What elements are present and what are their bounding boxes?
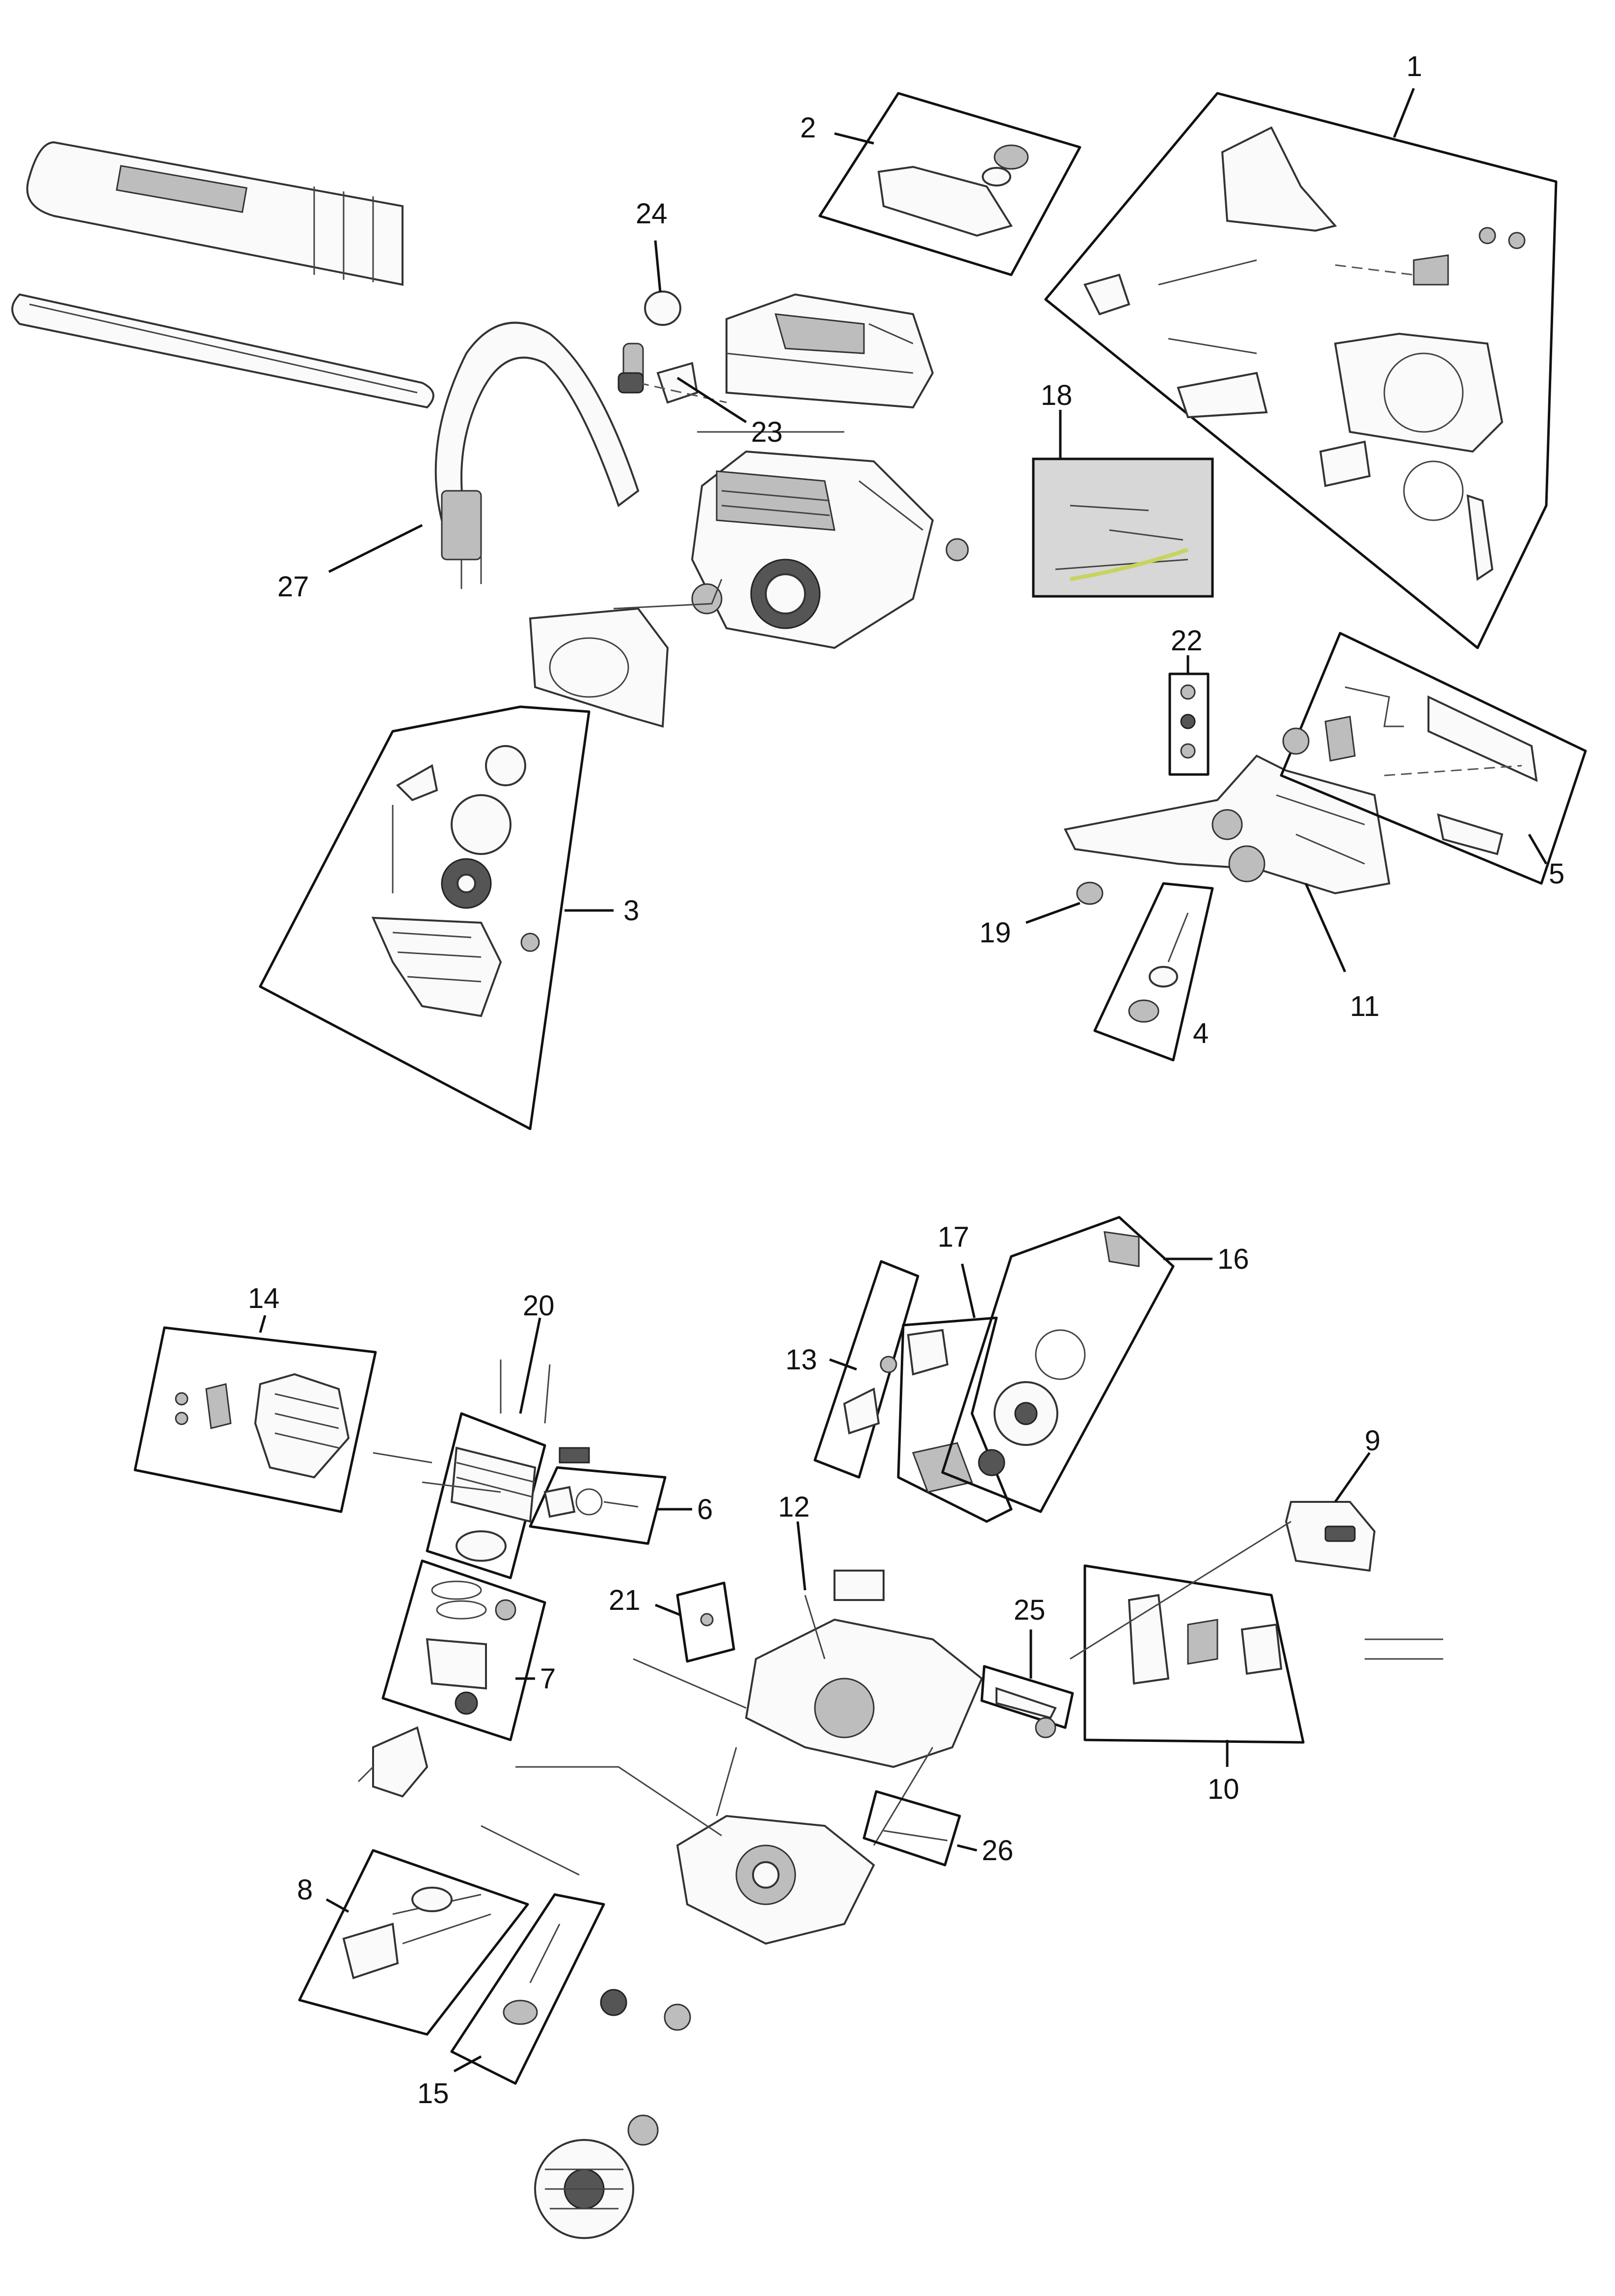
callout-label-26: 26 bbox=[982, 1835, 1014, 1867]
group-2-air-filter-cover bbox=[818, 92, 1081, 276]
callout-label-25: 25 bbox=[1014, 1594, 1046, 1626]
group-5-throttle-assembly bbox=[1280, 632, 1587, 885]
callout-19: 19 bbox=[979, 902, 1080, 949]
group-13-oil-pump bbox=[813, 1260, 919, 1479]
group-15-oil-filter-assembly bbox=[450, 1893, 605, 2085]
callout-12: 12 bbox=[778, 1491, 810, 1591]
callout-label-13: 13 bbox=[785, 1344, 817, 1376]
group-22-small-parts bbox=[1168, 672, 1210, 776]
crankcase bbox=[676, 1618, 983, 1945]
top-cover bbox=[726, 293, 934, 409]
group-7-piston-assembly bbox=[381, 1559, 546, 1741]
callout-label-11: 11 bbox=[1350, 990, 1379, 1022]
group-6-intake-assembly bbox=[529, 1466, 667, 1545]
callout-27: 27 bbox=[277, 524, 423, 603]
group-18-fuel-line-photo bbox=[1032, 457, 1214, 598]
group-25-chain-catcher bbox=[980, 1665, 1074, 1738]
group-10-pump-assembly bbox=[1083, 1564, 1443, 1744]
group-3-starter-assembly bbox=[259, 705, 591, 1130]
callout-label-17: 17 bbox=[938, 1221, 969, 1253]
guide-bar bbox=[11, 293, 434, 409]
callout-label-9: 9 bbox=[1365, 1425, 1380, 1457]
group-12-parts bbox=[804, 1570, 885, 1659]
fan-housing bbox=[529, 607, 669, 728]
callout-15: 15 bbox=[417, 2055, 482, 2109]
group-1-brake-assembly bbox=[1044, 92, 1558, 649]
callout-label-3: 3 bbox=[623, 895, 639, 927]
callout-5: 5 bbox=[1528, 833, 1564, 890]
group-26-adjuster bbox=[862, 1790, 961, 1867]
callout-label-19: 19 bbox=[979, 917, 1011, 949]
callout-4: 4 bbox=[1193, 1017, 1209, 1049]
guide-bar-cover bbox=[26, 141, 404, 286]
group-20-cylinder bbox=[426, 1360, 590, 1579]
callout-22: 22 bbox=[1171, 625, 1203, 674]
lower-assembly-lines bbox=[373, 1452, 1292, 1876]
callout-label-7: 7 bbox=[540, 1663, 556, 1695]
callout-1: 1 bbox=[1393, 51, 1422, 138]
callout-2: 2 bbox=[800, 112, 874, 145]
callout-13: 13 bbox=[785, 1344, 857, 1376]
carburetor bbox=[357, 1726, 429, 1798]
group-21-bracket bbox=[676, 1581, 735, 1663]
callout-9: 9 bbox=[1334, 1425, 1380, 1503]
callout-11: 11 bbox=[1304, 882, 1379, 1022]
callout-label-1: 1 bbox=[1406, 51, 1422, 82]
callout-label-6: 6 bbox=[697, 1494, 713, 1525]
callout-24: 24 bbox=[636, 198, 668, 293]
knob-part bbox=[618, 291, 699, 404]
group-17-chain-tensioner bbox=[897, 1316, 1013, 1523]
callout-8: 8 bbox=[297, 1874, 350, 1913]
callout-label-14: 14 bbox=[248, 1282, 280, 1314]
callout-17: 17 bbox=[938, 1221, 976, 1318]
callout-label-20: 20 bbox=[523, 1290, 555, 1322]
callout-label-16: 16 bbox=[1217, 1243, 1249, 1275]
callout-label-10: 10 bbox=[1208, 1773, 1239, 1805]
callout-label-21: 21 bbox=[609, 1584, 641, 1616]
callout-label-18: 18 bbox=[1041, 379, 1073, 411]
callout-21: 21 bbox=[609, 1584, 680, 1616]
group-16-clutch-assembly bbox=[941, 1216, 1175, 1513]
callout-26: 26 bbox=[957, 1835, 1014, 1867]
group-14-muffler bbox=[134, 1326, 377, 1513]
callout-23: 23 bbox=[676, 376, 783, 448]
engine-body bbox=[691, 450, 969, 649]
callout-14: 14 bbox=[248, 1282, 280, 1333]
callout-10: 10 bbox=[1208, 1740, 1239, 1805]
callout-label-4: 4 bbox=[1193, 1017, 1209, 1049]
rear-handle-housing bbox=[1064, 754, 1391, 905]
callout-label-22: 22 bbox=[1171, 625, 1203, 657]
front-handle bbox=[434, 321, 640, 589]
callout-label-23: 23 bbox=[751, 416, 783, 448]
callout-label-24: 24 bbox=[636, 198, 668, 230]
callout-label-5: 5 bbox=[1549, 858, 1564, 890]
flywheel bbox=[534, 1989, 691, 2239]
callout-3: 3 bbox=[565, 895, 639, 927]
group-8-fuel-tank-parts bbox=[298, 1849, 529, 2036]
callout-label-15: 15 bbox=[417, 2078, 449, 2109]
callout-7: 7 bbox=[515, 1663, 556, 1695]
callout-20: 20 bbox=[519, 1290, 555, 1414]
callout-label-12: 12 bbox=[778, 1491, 810, 1523]
callout-label-2: 2 bbox=[800, 112, 816, 144]
callout-18: 18 bbox=[1041, 379, 1073, 459]
group-4-fuel-filter-assembly bbox=[1093, 882, 1214, 1062]
callout-6: 6 bbox=[658, 1494, 713, 1525]
callout-label-8: 8 bbox=[297, 1874, 313, 1906]
group-9-side-cover bbox=[1285, 1501, 1376, 1572]
callout-16: 16 bbox=[1163, 1243, 1249, 1275]
callout-25: 25 bbox=[1014, 1594, 1046, 1679]
callout-label-27: 27 bbox=[277, 571, 309, 603]
